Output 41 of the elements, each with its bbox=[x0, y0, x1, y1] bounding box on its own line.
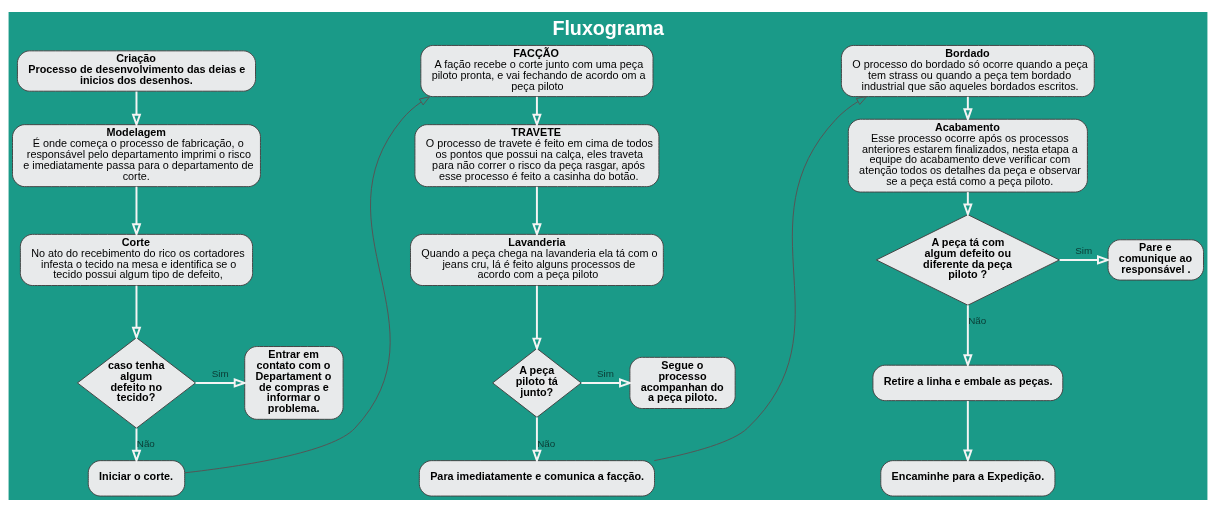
arrow bbox=[963, 399, 973, 463]
node-diamond: A peça piloto tá junto? bbox=[492, 347, 582, 418]
node-box: Encaminhe para a Expedição. bbox=[880, 459, 1056, 497]
node-box: Para imediatamente e comunica a facção. bbox=[418, 459, 655, 497]
node-box: TRAVETE O processo de travete é feito em cima de todos os pontos que possui na calça, eles traveta para não correr o risco da peça rasgar, após esse processo é feito a casinha do botão. bbox=[414, 123, 660, 187]
edge-label: Sim bbox=[597, 367, 615, 379]
arrow bbox=[963, 95, 973, 122]
node-box: Criação Processo de desenvolvimento das deias e inicios dos desenhos. bbox=[16, 49, 256, 92]
edge-label: Não bbox=[537, 437, 556, 449]
edge-label: Sim bbox=[211, 367, 229, 379]
node-box: Pare e comunique ao responsável . bbox=[1107, 238, 1204, 281]
arrow bbox=[131, 426, 142, 464]
node-diamond: A peça tá com algum defeito ou diferente da peça piloto ? bbox=[875, 213, 1060, 306]
arrow bbox=[580, 377, 633, 388]
node-box: Retire a linha e embale as peças. bbox=[872, 364, 1064, 401]
arrow bbox=[963, 190, 973, 217]
arrow bbox=[131, 90, 142, 128]
arrow bbox=[532, 415, 542, 464]
arrow bbox=[1058, 254, 1111, 265]
arrow bbox=[963, 303, 973, 368]
node-box: Iniciar o corte. bbox=[87, 459, 186, 497]
node-diamond: caso tenha algum defeito no tecido? bbox=[76, 336, 196, 429]
node-box: FACÇÃO A fação recebe o corte junto com uma peça piloto pronta, e vai fechando de acordo om a peça piloto bbox=[420, 44, 654, 97]
arrow bbox=[131, 185, 142, 237]
edge-label: Não bbox=[968, 314, 987, 326]
node-box: Corte No ato do recebimento do rico os cortadores infesta o tecido na mesa e identifica se o tecido possui algum tipo de defeito, bbox=[19, 233, 254, 286]
arrow bbox=[184, 95, 431, 473]
edge-label: Sim bbox=[1075, 244, 1093, 256]
arrow bbox=[131, 284, 142, 341]
node-box: Segue o processo acompanhan do a peça piloto. bbox=[629, 356, 736, 409]
arrow bbox=[532, 95, 542, 128]
node-box: Bordado O processo do bordado só ocorre quando a peça tem strass ou quando a peça tem bordado industrial que são aqueles bordados escritos. bbox=[840, 44, 1095, 97]
node-box: Lavanderia Quando a peça chega na lavanderia ela tá com o jeans cru, lá é feito alguns processos de acordo com a peça piloto bbox=[410, 233, 664, 286]
arrow bbox=[532, 185, 542, 237]
node-box: Modelagem É onde começa o processo de fabricação, o responsável pelo departamento imprimi o risco e imediatamente passa para o departamento de corte. bbox=[12, 123, 261, 187]
arrow bbox=[194, 377, 248, 388]
node-box: Acabamento Esse processo ocorre após os processos anteriores estarem finalizados, nesta etapa a equipe do acabamento deve verificar com atenção todos os detalhes da peça e observar se a peça está como a peça piloto. bbox=[847, 118, 1088, 193]
diagram-title: Fluxograma bbox=[552, 16, 664, 39]
node-box: Entrar em contato com o Departament o de compras e informar o problema. bbox=[244, 345, 344, 420]
arrow bbox=[653, 95, 868, 461]
arrow bbox=[532, 284, 542, 351]
